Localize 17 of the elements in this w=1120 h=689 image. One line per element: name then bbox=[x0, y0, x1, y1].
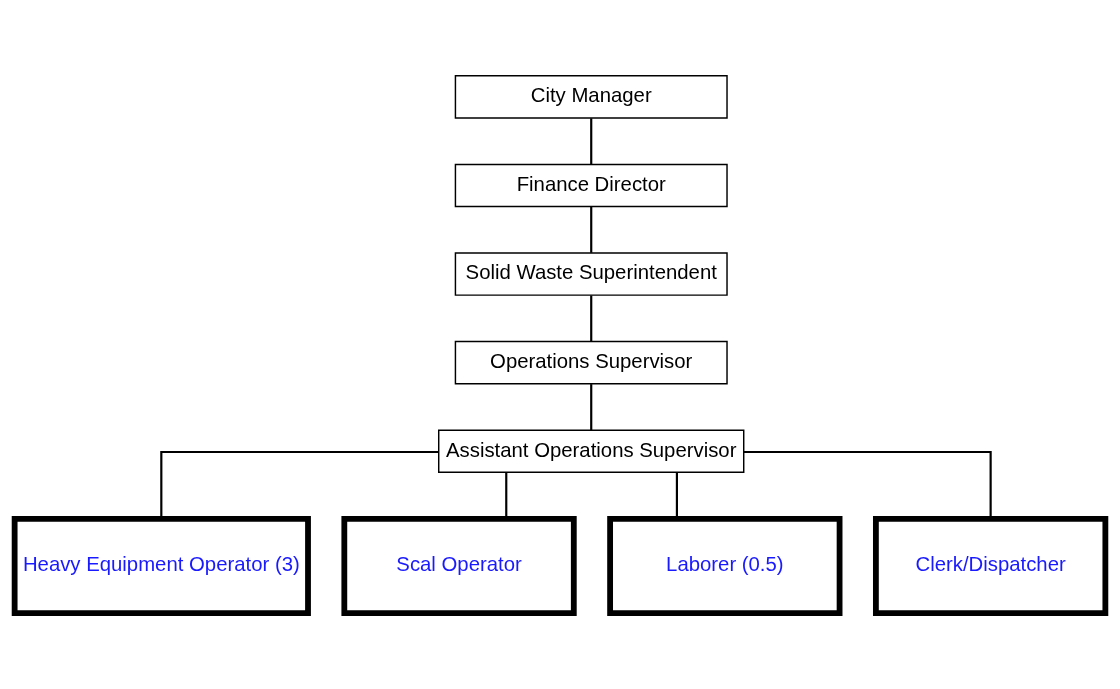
node-box: Solid Waste Superintendent bbox=[454, 252, 728, 296]
node-box: Clerk/Dispatcher bbox=[873, 515, 1109, 617]
connector bbox=[590, 118, 593, 165]
node-box: Scal Operator bbox=[341, 515, 577, 617]
connector bbox=[505, 472, 508, 519]
connector bbox=[590, 206, 593, 253]
node-box: Heavy Equipment Operator (3) bbox=[11, 515, 311, 617]
connector bbox=[160, 450, 439, 519]
node-box: Laborer (0.5) bbox=[607, 515, 843, 617]
node-box: Operations Supervisor bbox=[454, 340, 728, 385]
node-box: Finance Director bbox=[454, 163, 728, 208]
node-box: Assistant Operations Supervisor bbox=[438, 429, 745, 474]
connector bbox=[590, 295, 593, 342]
node-box: City Manager bbox=[454, 75, 728, 119]
connector bbox=[675, 472, 678, 519]
connector bbox=[743, 450, 992, 519]
connector bbox=[590, 384, 593, 430]
